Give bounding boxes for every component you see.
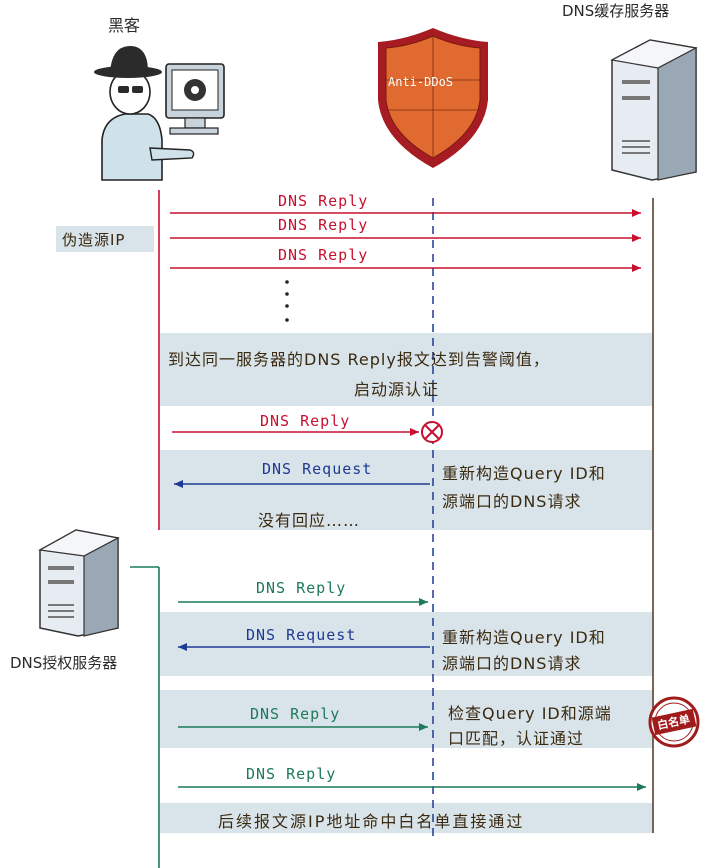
hacker-illustration (94, 46, 225, 181)
shield-icon (378, 28, 488, 168)
auth-server-title: DNS授权服务器 (10, 654, 118, 672)
check-note-line-1: 检查Query ID和源端 (448, 704, 612, 723)
rebuild-note-1-line-2: 源端口的DNS请求 (442, 492, 582, 511)
threshold-band (160, 333, 653, 406)
no-reply-note: 没有回应…… (258, 511, 361, 530)
reply-label-3: DNS Reply (278, 246, 369, 264)
check-note-line-2: 口匹配，认证通过 (448, 729, 585, 748)
auth-reply-label-2: DNS Reply (250, 705, 341, 723)
auth-reply-label-3: DNS Reply (246, 765, 337, 783)
spoof-label-band (56, 226, 154, 252)
shield-label: Anti-DDoS (388, 75, 454, 89)
reply-label-2: DNS Reply (278, 216, 369, 234)
threshold-note-line-2: 启动源认证 (354, 380, 440, 399)
request-label-2: DNS Request (246, 626, 357, 644)
reply-label-1: DNS Reply (278, 192, 369, 210)
ellipsis-dot (285, 318, 289, 322)
ellipsis-dot (285, 280, 289, 284)
request-band-2 (160, 612, 653, 676)
request-label-1: DNS Request (262, 460, 373, 478)
whitelist-note: 后续报文源IP地址命中白名单直接通过 (218, 812, 525, 831)
cache-server-icon (610, 39, 698, 181)
whitelist-band (160, 803, 653, 833)
reply-label-blocked: DNS Reply (260, 412, 351, 430)
rebuild-note-2-line-2: 源端口的DNS请求 (442, 654, 582, 673)
rebuild-note-1-line-1: 重新构造Query ID和 (442, 464, 606, 483)
blocked-icon (421, 421, 443, 443)
auth-server-icon (38, 529, 120, 637)
check-band (160, 690, 653, 748)
ellipsis-dot (285, 304, 289, 308)
spoof-ip-label: 伪造源IP (62, 231, 126, 249)
cache-server-title: DNS缓存服务器 (562, 2, 670, 20)
no-reply-band (160, 450, 653, 530)
ellipsis-dot (285, 292, 289, 296)
threshold-note-line-1: 到达同一服务器的DNS Reply报文达到告警阈值， (168, 350, 550, 369)
whitelist-stamp-icon (648, 696, 700, 748)
hacker-title: 黑客 (108, 16, 141, 35)
rebuild-note-2-line-1: 重新构造Query ID和 (442, 628, 606, 647)
auth-reply-label-1: DNS Reply (256, 579, 347, 597)
